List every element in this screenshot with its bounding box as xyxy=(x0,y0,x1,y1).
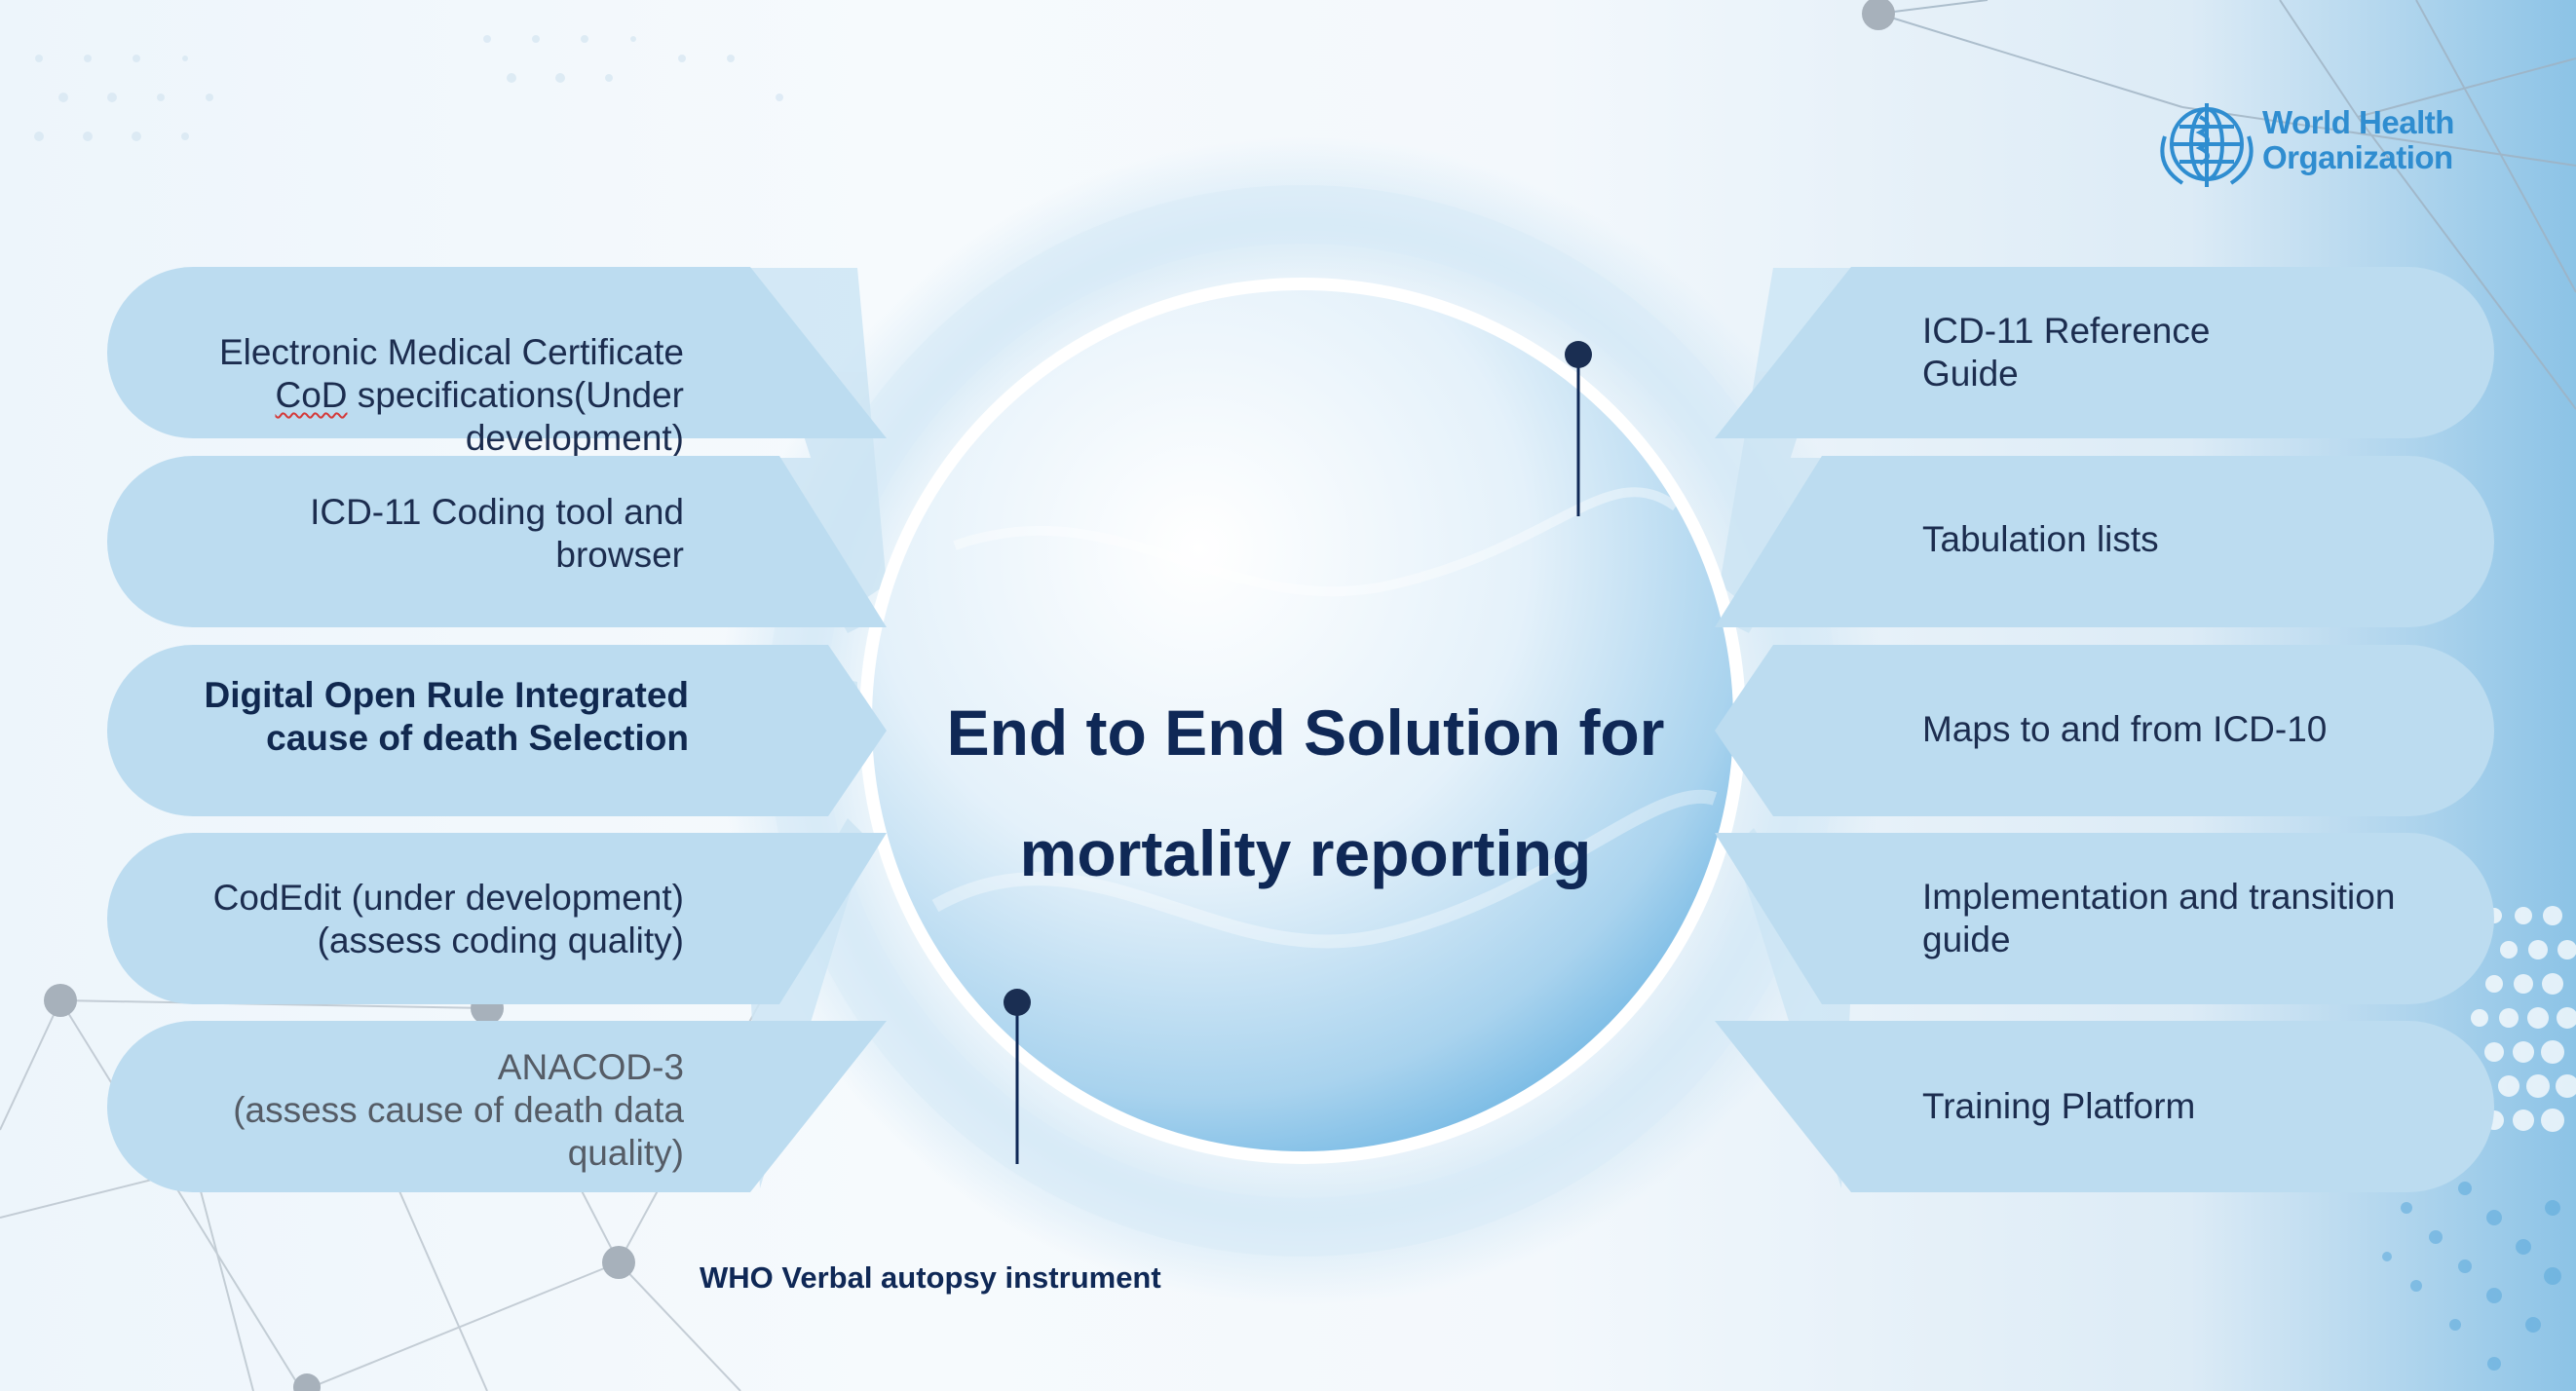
center-title: End to End Solution for mortality report… xyxy=(946,696,1665,889)
left-item-dorics: Digital Open Rule Integrated cause of de… xyxy=(204,675,690,758)
left-pill-3 xyxy=(107,645,887,816)
right-pill-3 xyxy=(1715,645,2494,816)
right-pill-2 xyxy=(1715,456,2494,627)
left-item-coding-tool: ICD-11 Coding tool and browser xyxy=(310,492,684,575)
right-pill-1 xyxy=(1715,267,2494,438)
right-item-tabulation-lists: Tabulation lists xyxy=(1922,519,2159,559)
right-item-implementation-guide: Implementation and transition guide xyxy=(1922,877,2396,959)
left-item-codedit: CodEdit (under development) (assess codi… xyxy=(212,878,684,960)
right-pill-5 xyxy=(1715,1021,2494,1192)
verbal-autopsy-label: WHO Verbal autopsy instrument xyxy=(700,1260,1161,1295)
who-emblem-icon xyxy=(2160,103,2254,187)
right-item-training-platform: Training Platform xyxy=(1922,1086,2196,1126)
underlined-cod: CoD xyxy=(275,375,348,415)
left-pill-1 xyxy=(107,267,887,438)
right-item-reference-guide: ICD-11 Reference Guide xyxy=(1922,311,2211,394)
left-pill-5 xyxy=(107,1021,887,1192)
who-logo-text: World Health Organization xyxy=(2262,104,2454,175)
left-pill-2 xyxy=(107,456,887,627)
right-pill-4 xyxy=(1715,833,2494,1004)
right-item-icd10-maps: Maps to and from ICD-10 xyxy=(1922,709,2328,749)
left-pill-4 xyxy=(107,833,887,1004)
left-item-anacod: ANACOD-3 (assess cause of death data qua… xyxy=(233,1047,684,1173)
